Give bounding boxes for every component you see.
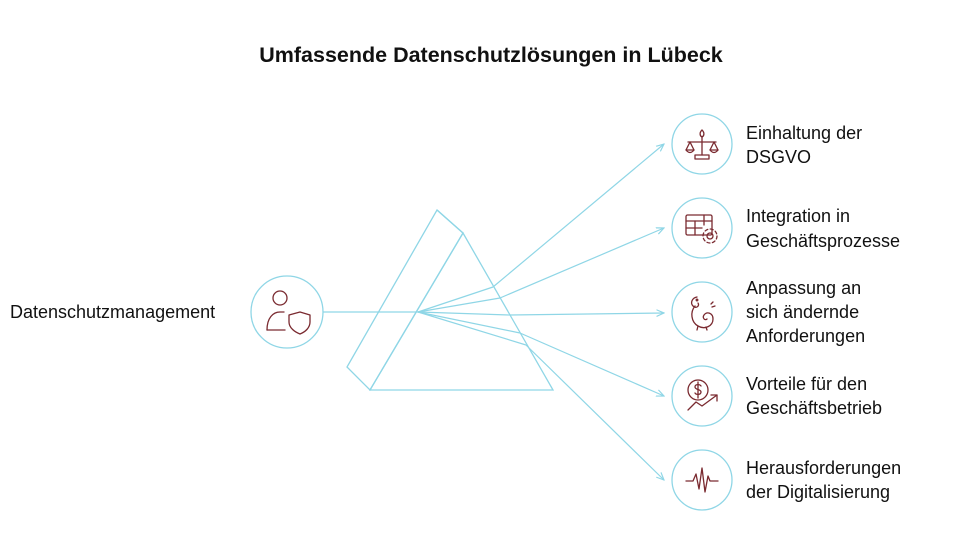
output-circle-3 xyxy=(671,281,733,343)
output-node-2: Integration in Geschäftsprozesse xyxy=(671,197,900,259)
source-label: Datenschutzmanagement xyxy=(10,302,215,322)
inner-rays xyxy=(417,286,527,346)
arrow-output-5 xyxy=(525,344,664,480)
output-circle-5 xyxy=(671,449,733,511)
output-label-5-line2: der Digitalisierung xyxy=(746,482,890,502)
dollar-growth-icon xyxy=(687,379,718,411)
prism-back-face xyxy=(368,231,555,391)
output-label-1-line2: DSGVO xyxy=(746,147,811,167)
output-label-5-line1: Herausforderungen xyxy=(746,458,901,478)
person-shield-icon xyxy=(266,290,311,335)
diagram-title: Umfassende Datenschutzlösungen in Lübeck xyxy=(259,43,723,67)
prism xyxy=(346,208,555,392)
output-label-2-line1: Integration in xyxy=(746,206,850,226)
arrow-output-2 xyxy=(499,228,664,299)
arrow-output-3 xyxy=(509,313,664,315)
output-node-5: Herausforderungen der Digitalisierung xyxy=(671,449,901,511)
prism-front-face xyxy=(346,208,464,392)
output-label-3-line1: Anpassung an xyxy=(746,278,861,298)
scales-icon xyxy=(685,129,719,160)
heartbeat-icon xyxy=(685,467,719,493)
output-node-4: Vorteile für den Geschäftsbetrieb xyxy=(671,365,882,427)
source-circle xyxy=(250,275,324,349)
arrow-output-4 xyxy=(519,332,664,396)
source-node: Datenschutzmanagement xyxy=(10,275,324,349)
output-node-1: Einhaltung der DSGVO xyxy=(671,113,862,175)
output-arrows xyxy=(492,144,664,480)
output-label-3-line3: Anforderungen xyxy=(746,326,865,346)
table-gear-icon xyxy=(685,214,718,244)
output-label-4-line1: Vorteile für den xyxy=(746,374,867,394)
arrow-output-1 xyxy=(492,144,664,288)
output-node-3: Anpassung an sich ändernde Anforderungen xyxy=(671,278,865,346)
output-label-1-line1: Einhaltung der xyxy=(746,123,862,143)
output-label-2-line2: Geschäftsprozesse xyxy=(746,231,900,251)
output-circle-4 xyxy=(671,365,733,427)
chameleon-icon xyxy=(690,296,716,331)
output-label-3-line2: sich ändernde xyxy=(746,302,859,322)
output-label-4-line2: Geschäftsbetrieb xyxy=(746,398,882,418)
prism-top-edge xyxy=(436,209,464,234)
